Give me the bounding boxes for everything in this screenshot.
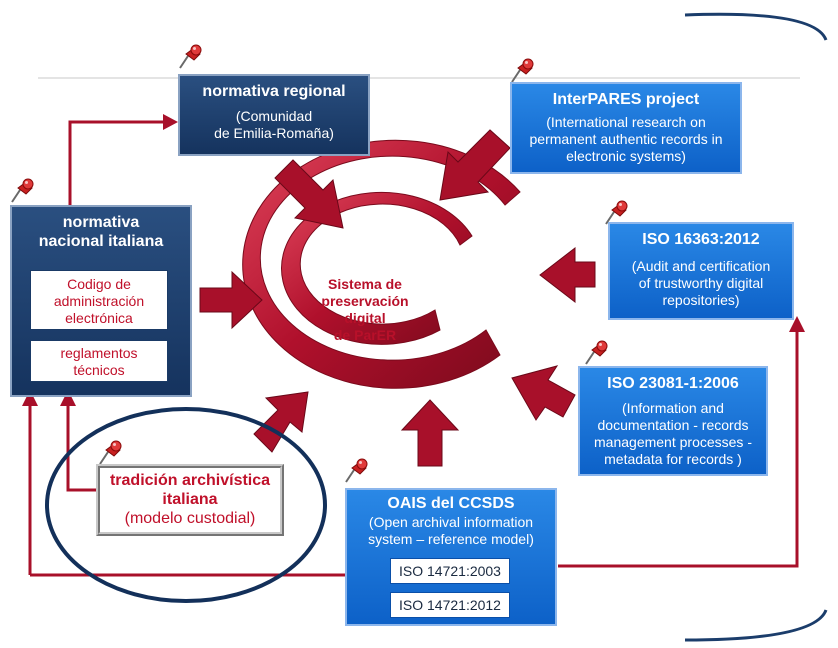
- codigo-box: Codigo de administración electrónica: [30, 270, 168, 330]
- center-label-line2: preservación digital: [321, 293, 409, 326]
- pushpin-icon: [585, 340, 608, 365]
- connector-lines: [22, 114, 805, 577]
- tradicion-box: tradición archivística italiana (modelo …: [96, 464, 284, 536]
- iso23081-sub-line3: management processes -: [594, 434, 752, 450]
- iso14721-2012-box: ISO 14721:2012: [390, 592, 510, 618]
- tradicion-line2: italiana: [162, 491, 218, 508]
- top-right-bracket: [684, 12, 828, 41]
- arrow-from-iso16363: [539, 246, 596, 304]
- iso14721-2003-label: ISO 14721:2003: [399, 563, 501, 579]
- arrow-from-oais: [400, 399, 460, 467]
- oais-box: OAIS del CCSDS (Open archival informatio…: [345, 488, 557, 626]
- oais-title: OAIS del CCSDS: [387, 495, 515, 512]
- regional-sub2: de Emilia-Romaña): [214, 125, 334, 141]
- interpares-sub-line3: electronic systems): [566, 148, 686, 164]
- pushpin-icon: [11, 178, 34, 203]
- regional-sub1: (Comunidad: [235, 108, 313, 124]
- pushpin-icon: [99, 440, 122, 465]
- nacional-title-line2: nacional italiana: [38, 233, 164, 250]
- oais-sub-line2: system – reference model): [368, 531, 534, 547]
- interpares-sub-line2: permanent authentic records in: [529, 131, 723, 147]
- codigo-line1: Codigo de: [67, 276, 131, 292]
- iso14721-2003-box: ISO 14721:2003: [390, 558, 510, 584]
- inflow-arrows: [199, 129, 596, 467]
- center-label: Sistema de preservación digital de ParER: [300, 276, 430, 344]
- reglamentos-line2: técnicos: [73, 362, 125, 378]
- arrow-from-iso23081: [511, 365, 576, 421]
- pushpin-icon: [345, 458, 368, 483]
- regional-box: normativa regional (Comunidad de Emilia-…: [178, 74, 370, 156]
- interpares-title: InterPARES project: [552, 91, 700, 108]
- oais-sub-line1: (Open archival information: [368, 514, 534, 530]
- regional-title: normativa regional: [202, 83, 346, 100]
- pushpin-icon: [605, 200, 628, 225]
- codigo-line3: electrónica: [65, 310, 133, 326]
- iso16363-title: ISO 16363:2012: [642, 231, 760, 248]
- tradicion-line1: tradición archivística: [109, 472, 271, 489]
- pushpin-icon: [179, 44, 202, 69]
- arrow-from-nacional: [199, 270, 263, 330]
- iso23081-box: ISO 23081-1:2006 (Information and docume…: [578, 366, 768, 476]
- iso16363-box: ISO 16363:2012 (Audit and certification …: [608, 222, 794, 320]
- iso23081-title: ISO 23081-1:2006: [607, 375, 739, 392]
- iso16363-sub-line1: (Audit and certification: [631, 258, 771, 274]
- iso16363-sub-line3: repositories): [662, 292, 740, 308]
- arrow-from-regional: [274, 159, 344, 229]
- preservation-ring: [242, 139, 521, 389]
- interpares-sub-line1: (International research on: [546, 114, 706, 130]
- reglamentos-box: reglamentos técnicos: [30, 340, 168, 382]
- iso16363-sub-line2: of trustworthy digital: [638, 275, 764, 291]
- nacional-title-line1: normativa: [62, 214, 140, 231]
- interpares-box: InterPARES project (International resear…: [510, 82, 742, 174]
- pushpin-icon: [511, 58, 534, 83]
- bottom-right-bracket: [684, 609, 828, 642]
- reglamentos-line1: reglamentos: [60, 345, 138, 361]
- iso23081-sub-line2: documentation - records: [597, 417, 749, 433]
- codigo-line2: administración: [53, 293, 145, 309]
- arrow-from-tradicion: [253, 391, 309, 453]
- iso14721-2012-label: ISO 14721:2012: [399, 597, 501, 613]
- tradicion-line3: (modelo custodial): [124, 510, 256, 527]
- arrow-from-interpares: [439, 129, 511, 201]
- tradition-highlight-ellipse: [45, 407, 327, 603]
- center-label-line3: de ParER: [333, 327, 397, 343]
- iso23081-sub-line4: metadata for records ): [604, 451, 742, 467]
- center-label-line1: Sistema de: [328, 276, 402, 292]
- iso23081-sub-line1: (Information and: [622, 400, 724, 416]
